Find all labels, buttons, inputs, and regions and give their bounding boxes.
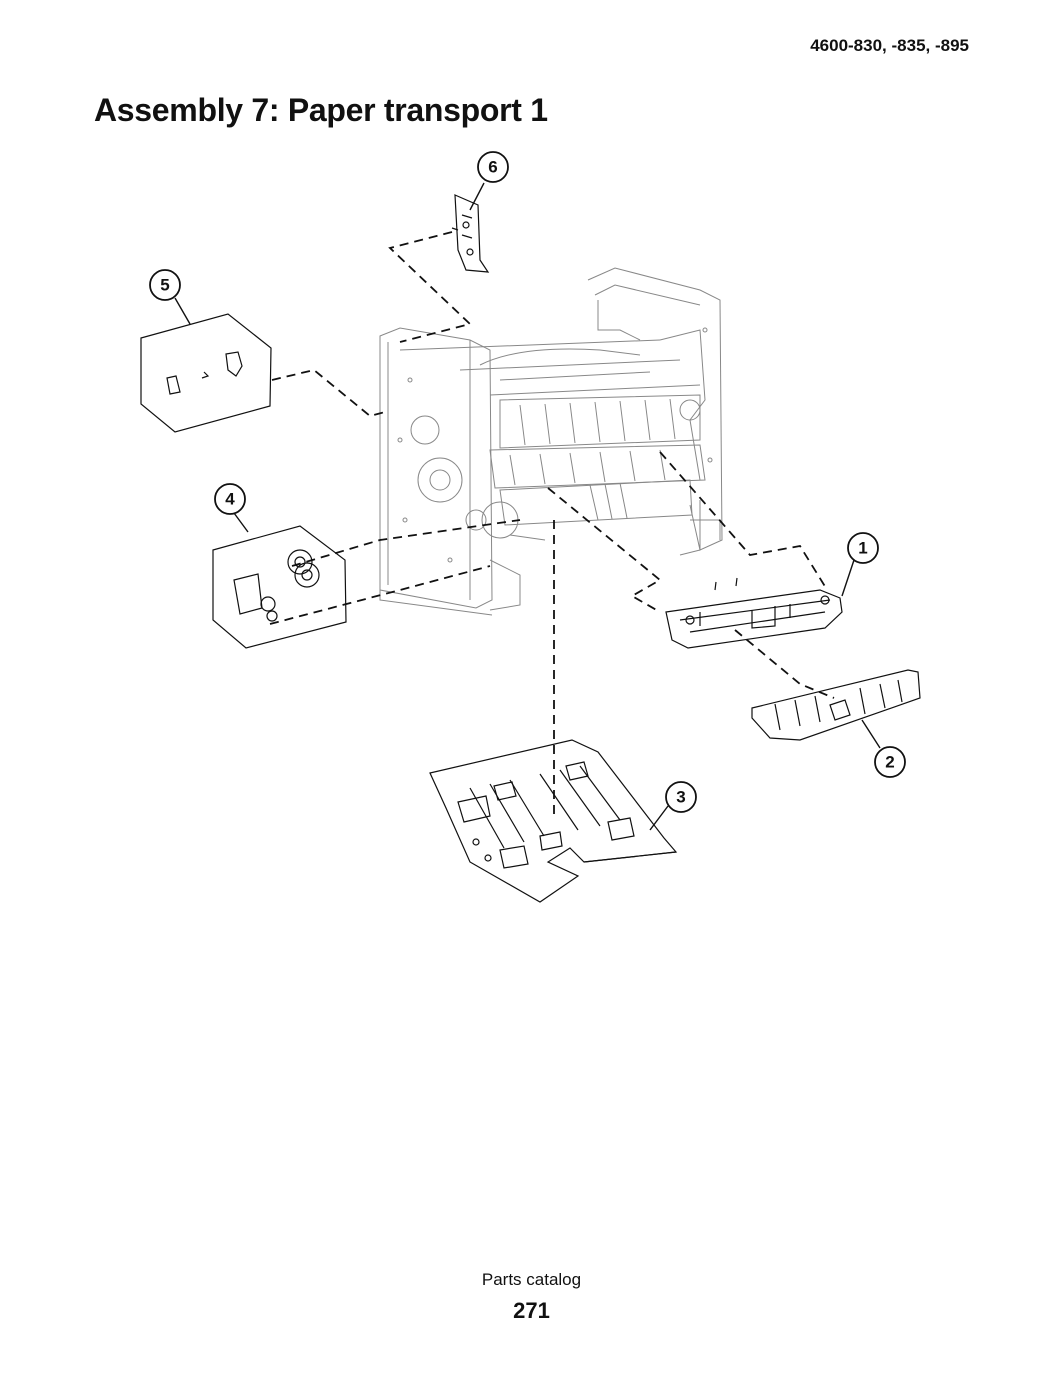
part-3-tray [429, 739, 678, 903]
part-4-group [212, 525, 347, 649]
part-2-guide [751, 669, 921, 741]
callout-circles [149, 151, 906, 813]
footer-section: Parts catalog [481, 1270, 582, 1289]
callout-label-3: 3 [676, 788, 685, 807]
model-numbers: 4600-830, -835, -895 [810, 36, 969, 55]
callout-label-4: 4 [225, 490, 235, 509]
page-title: Assembly 7: Paper transport 1 [94, 92, 548, 128]
part-6-bracket [451, 194, 490, 273]
part-1-guide-assembly [665, 577, 843, 649]
callout-label-6: 6 [488, 158, 497, 177]
printer-frame [379, 267, 723, 616]
callout-leaders [174, 182, 881, 831]
leader-lines [269, 231, 835, 820]
page-number: 271 [513, 1298, 550, 1323]
callout-label-5: 5 [160, 276, 169, 295]
callout-label-2: 2 [885, 753, 894, 772]
callout-label-1: 1 [858, 539, 867, 558]
part-5-group [140, 313, 272, 433]
